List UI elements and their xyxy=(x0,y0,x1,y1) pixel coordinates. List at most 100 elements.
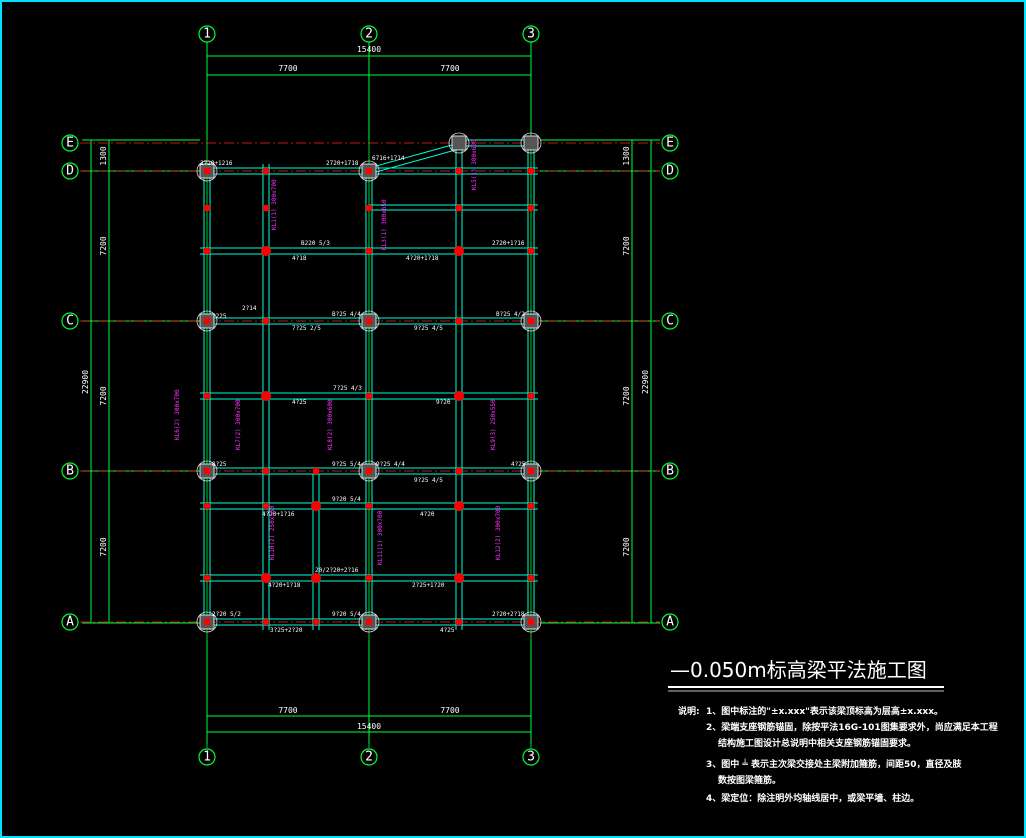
beam-joint xyxy=(528,575,534,581)
axis-bubble-A-left: A xyxy=(61,613,79,631)
column-circle xyxy=(358,160,380,182)
svg-text:C: C xyxy=(66,314,74,329)
axis-bubble-E-left: E xyxy=(61,134,79,152)
beam-label: 9?20 5/4 xyxy=(332,611,361,618)
beam-node xyxy=(454,573,464,583)
axis-bubble-C-right: C xyxy=(661,312,679,330)
dim-top-span-2: 7700 xyxy=(440,64,459,73)
column-circle xyxy=(358,611,380,633)
svg-text:2: 2 xyxy=(365,750,373,765)
beam-label: KL10(2) 250x550 xyxy=(269,505,276,560)
beam-label: 9?20 xyxy=(436,399,451,406)
svg-text:2: 2 xyxy=(365,27,373,42)
beam-joint xyxy=(456,619,462,625)
beam-joint xyxy=(204,619,210,625)
beam-label: 9?25 5/4 xyxy=(332,461,361,468)
beam-joint xyxy=(313,619,319,625)
axis-bubble-2-top: 2 xyxy=(360,25,378,43)
beam-joints xyxy=(204,168,534,625)
dim-left-span-2: 7200 xyxy=(99,236,108,255)
beam-joint xyxy=(263,503,269,509)
beam-joint xyxy=(204,205,210,211)
axis-bubble-2-bottom: 2 xyxy=(360,748,378,766)
svg-text:D: D xyxy=(66,164,74,179)
column-circle xyxy=(520,460,542,482)
column-circle xyxy=(196,611,218,633)
column-circle xyxy=(196,310,218,332)
beam-joint xyxy=(366,575,372,581)
beam-joint xyxy=(528,503,534,509)
beam-label: 9?25 4/5 xyxy=(414,477,443,484)
beam-joint xyxy=(204,168,210,174)
beam-joint xyxy=(204,468,210,474)
column-circle xyxy=(358,460,380,482)
beam-joint xyxy=(366,503,372,509)
axis-bubble-3-bottom: 3 xyxy=(522,748,540,766)
dim-right-span-3: 7200 xyxy=(622,386,631,405)
svg-text:1: 1 xyxy=(203,750,211,765)
beam-joint xyxy=(366,248,372,254)
beam-label: KL6(2) 300x700 xyxy=(174,389,181,440)
beam-label: 6716+1714 xyxy=(372,155,405,162)
beam-label: KL12(2) 300x700 xyxy=(495,505,502,560)
beam-joint xyxy=(263,205,269,211)
svg-text:3: 3 xyxy=(527,27,535,42)
beam-joint xyxy=(528,619,534,625)
beam-label: 2?25+1?20 xyxy=(412,582,445,589)
svg-text:E: E xyxy=(66,136,74,151)
column-circles xyxy=(196,132,542,633)
beam-joint xyxy=(528,393,534,399)
beam-node xyxy=(454,246,464,256)
beam-joint xyxy=(204,318,210,324)
beam-label: 4?20+1?18 xyxy=(268,582,301,589)
beam-joint xyxy=(528,205,534,211)
dim-left-span-4: 7200 xyxy=(99,537,108,556)
beam-label: 3?25+2?20 xyxy=(270,627,303,634)
dim-left-span-1: 1300 xyxy=(99,146,108,165)
beam-joint xyxy=(204,575,210,581)
beam-labels-magenta: KL1(1) 300x700 KL3(1) 300x650 KL5(1) 300… xyxy=(174,139,502,565)
axis-bubble-D-left: D xyxy=(61,162,79,180)
note-item: 结构施工图设计总说明中相关支座钢筋锚固要求。 xyxy=(718,737,916,749)
note-item: 数按图梁箍筋。 xyxy=(718,774,781,786)
dim-bottom-span-2: 7700 xyxy=(440,706,459,715)
beam-joint xyxy=(366,468,372,474)
beam-label: 4?25 xyxy=(292,399,307,406)
note-item: 1、图中标注的"±x.xxx"表示该梁顶标高为层高±x.xxx。 xyxy=(706,705,943,717)
dim-left-span-3: 7200 xyxy=(99,386,108,405)
beam-label: 8?25 xyxy=(212,461,227,468)
svg-text:1: 1 xyxy=(203,27,211,42)
column xyxy=(451,135,467,151)
beam-node xyxy=(261,391,271,401)
beam-label: 2720+1?16 xyxy=(492,240,525,247)
beam-label: KL8(2) 300x600 xyxy=(327,399,334,450)
svg-text:B: B xyxy=(66,464,74,479)
beam-joint xyxy=(204,248,210,254)
column-circle xyxy=(196,160,218,182)
beam-label: 7?25 4/3 xyxy=(333,385,362,392)
dim-left-total: 22900 xyxy=(81,370,90,394)
beam-joint xyxy=(366,168,372,174)
column xyxy=(523,135,539,151)
beam-joint xyxy=(456,205,462,211)
beam-label: B220 5/3 xyxy=(301,240,330,247)
beam-label: 9?25 4/4 xyxy=(376,461,405,468)
axis-bubble-E-right: E xyxy=(661,134,679,152)
beam-joint xyxy=(456,168,462,174)
beam-label: B?25 4/2 xyxy=(496,311,525,318)
beam-joint xyxy=(366,205,372,211)
axis-bubble-B-right: B xyxy=(661,462,679,480)
dim-right-total: 22900 xyxy=(641,370,650,394)
beam-label: 2?14 xyxy=(242,305,257,312)
column-circle xyxy=(448,132,470,154)
beam-joint xyxy=(263,318,269,324)
beam-node xyxy=(261,246,271,256)
beam-joint xyxy=(263,619,269,625)
axis-bubble-A-right: A xyxy=(661,613,679,631)
svg-text:B: B xyxy=(666,464,674,479)
dim-top-total: 15400 xyxy=(357,45,381,54)
beam-joint xyxy=(204,393,210,399)
column-circle xyxy=(358,310,380,332)
beam-label: 9?25 4/5 xyxy=(414,325,443,332)
